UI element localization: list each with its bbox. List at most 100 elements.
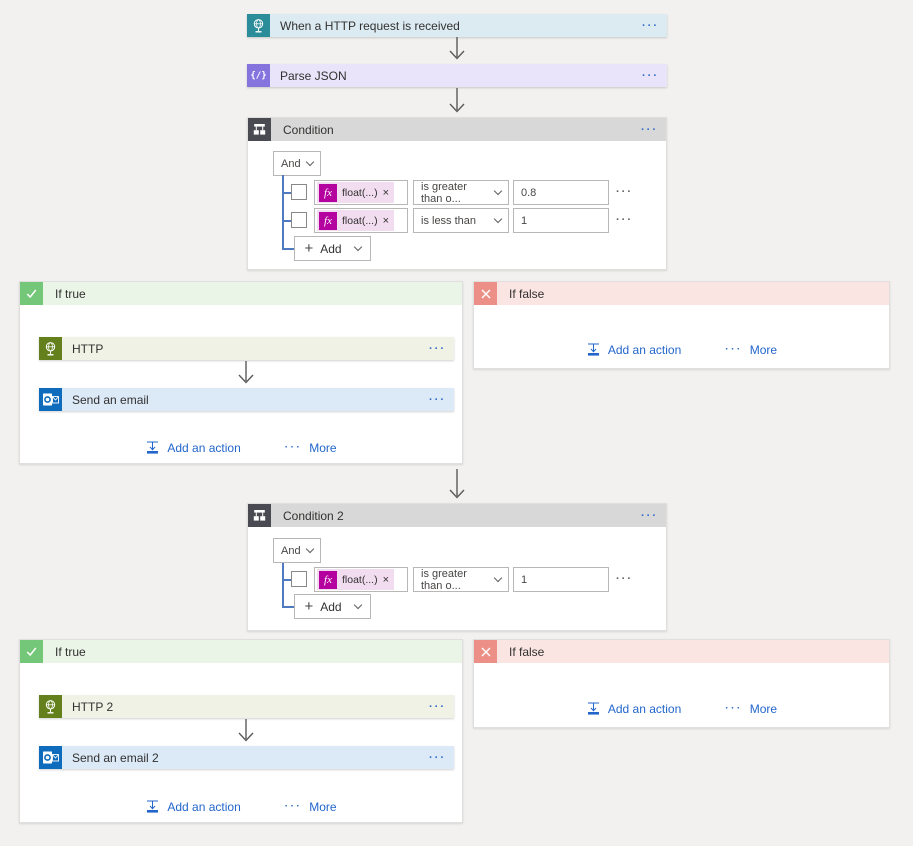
trigger-card[interactable]: When a HTTP request is received ··· — [247, 14, 667, 37]
plus-icon: + — [304, 598, 314, 615]
send-email-action-card[interactable]: Send an email ··· — [39, 388, 454, 411]
if-false-2-label: If false — [509, 644, 545, 659]
send-email-title: Send an email — [72, 392, 149, 407]
more-ellipsis-icon: ··· — [284, 442, 303, 453]
trigger-title: When a HTTP request is received — [280, 18, 460, 33]
trigger-menu-icon[interactable]: ··· — [642, 19, 659, 32]
operand-field[interactable]: fx float(...) × — [314, 180, 408, 205]
chevron-down-icon — [353, 242, 362, 252]
chevron-down-icon — [305, 544, 315, 554]
more-ellipsis-icon: ··· — [725, 344, 743, 355]
parse-json-title: Parse JSON — [280, 68, 347, 83]
add-action-icon — [147, 800, 159, 813]
plus-icon: + — [304, 240, 314, 257]
if-false-branch: If false Add an action ··· More — [473, 281, 890, 369]
condition-tree-line — [282, 220, 291, 222]
row-menu-icon[interactable]: ··· — [616, 573, 633, 585]
if-true-2-label: If true — [55, 644, 86, 659]
operand-field[interactable]: fx float(...) × — [314, 567, 408, 592]
row-checkbox[interactable] — [291, 212, 307, 228]
add-condition-button[interactable]: + Add — [294, 594, 371, 619]
if-false-branch-2: If false Add an action ··· More — [473, 639, 890, 728]
expression-token[interactable]: fx float(...) × — [317, 569, 395, 590]
row-checkbox[interactable] — [291, 571, 307, 587]
if-false-2-header: If false — [474, 640, 889, 663]
http-icon — [39, 337, 62, 360]
join-operator-select[interactable]: And — [273, 151, 321, 176]
parse-json-card[interactable]: {/} Parse JSON ··· — [247, 64, 667, 87]
outlook-icon — [39, 746, 62, 769]
http-action-card[interactable]: HTTP ··· — [39, 337, 454, 360]
condition-tree-line — [282, 192, 291, 194]
if-false-label: If false — [509, 286, 545, 301]
if-true-branch-2: If true HTTP 2 ··· — [19, 639, 463, 823]
chevron-down-icon — [493, 186, 503, 196]
connector-arrow — [449, 88, 465, 113]
row-menu-icon[interactable]: ··· — [616, 214, 633, 226]
condition-icon — [248, 118, 271, 141]
chevron-down-icon — [305, 157, 315, 167]
add-condition-button[interactable]: + Add — [294, 236, 371, 261]
condition-2-card: Condition 2 ··· And fx float(...) × is g… — [247, 503, 667, 631]
remove-token-icon[interactable]: × — [382, 573, 390, 586]
add-action-icon — [147, 441, 159, 454]
outlook-icon — [39, 388, 62, 411]
more-button[interactable]: ··· More — [725, 342, 778, 357]
fx-icon: fx — [319, 570, 337, 589]
operator-select[interactable]: is less than — [413, 208, 509, 233]
more-ellipsis-icon: ··· — [284, 801, 303, 812]
value-input[interactable]: 1 — [513, 208, 609, 233]
condition-2-menu-icon[interactable]: ··· — [641, 509, 658, 522]
fx-icon: fx — [319, 183, 337, 202]
parse-json-menu-icon[interactable]: ··· — [642, 69, 659, 82]
condition-tree-line — [282, 563, 284, 607]
http-2-menu-icon[interactable]: ··· — [429, 700, 446, 713]
chevron-down-icon — [493, 214, 503, 224]
condition-icon — [248, 504, 271, 527]
http-request-trigger-icon — [247, 14, 270, 37]
cross-icon — [474, 282, 497, 305]
expression-token[interactable]: fx float(...) × — [317, 182, 395, 203]
value-input[interactable]: 0.8 — [513, 180, 609, 205]
expression-token[interactable]: fx float(...) × — [317, 210, 395, 231]
remove-token-icon[interactable]: × — [382, 186, 390, 199]
more-button[interactable]: ··· More — [284, 799, 337, 814]
remove-token-icon[interactable]: × — [382, 214, 390, 227]
check-icon — [20, 282, 43, 305]
operator-select[interactable]: is greater than o... — [413, 567, 509, 592]
row-checkbox[interactable] — [291, 184, 307, 200]
condition-menu-icon[interactable]: ··· — [641, 123, 658, 136]
add-action-button[interactable]: Add an action — [586, 701, 681, 716]
condition-tree-line — [282, 606, 294, 608]
value-input[interactable]: 1 — [513, 567, 609, 592]
http-2-action-card[interactable]: HTTP 2 ··· — [39, 695, 454, 718]
condition-2-header[interactable]: Condition 2 ··· — [248, 504, 666, 527]
operand-field[interactable]: fx float(...) × — [314, 208, 408, 233]
if-false-header: If false — [474, 282, 889, 305]
send-email-menu-icon[interactable]: ··· — [429, 393, 446, 406]
add-action-button[interactable]: Add an action — [586, 342, 681, 357]
add-action-button[interactable]: Add an action — [145, 799, 241, 814]
connector-arrow — [238, 361, 254, 384]
connector-arrow — [449, 37, 465, 60]
send-email-2-menu-icon[interactable]: ··· — [429, 751, 446, 764]
if-true-label: If true — [55, 286, 86, 301]
condition-2-title: Condition 2 — [283, 508, 344, 523]
fx-icon: fx — [319, 211, 337, 230]
http-menu-icon[interactable]: ··· — [429, 342, 446, 355]
condition-header[interactable]: Condition ··· — [248, 118, 666, 141]
row-menu-icon[interactable]: ··· — [616, 186, 633, 198]
http-2-action-title: HTTP 2 — [72, 699, 114, 714]
more-button[interactable]: ··· More — [284, 440, 337, 455]
add-action-icon — [587, 343, 599, 356]
condition-tree-line — [282, 579, 291, 581]
send-email-2-action-card[interactable]: Send an email 2 ··· — [39, 746, 454, 769]
operator-select[interactable]: is greater than o... — [413, 180, 509, 205]
cross-icon — [474, 640, 497, 663]
if-true-2-header: If true — [20, 640, 462, 663]
add-action-button[interactable]: Add an action — [145, 440, 241, 455]
more-button[interactable]: ··· More — [725, 701, 778, 716]
join-operator-select[interactable]: And — [273, 538, 321, 563]
http-action-title: HTTP — [72, 341, 104, 356]
